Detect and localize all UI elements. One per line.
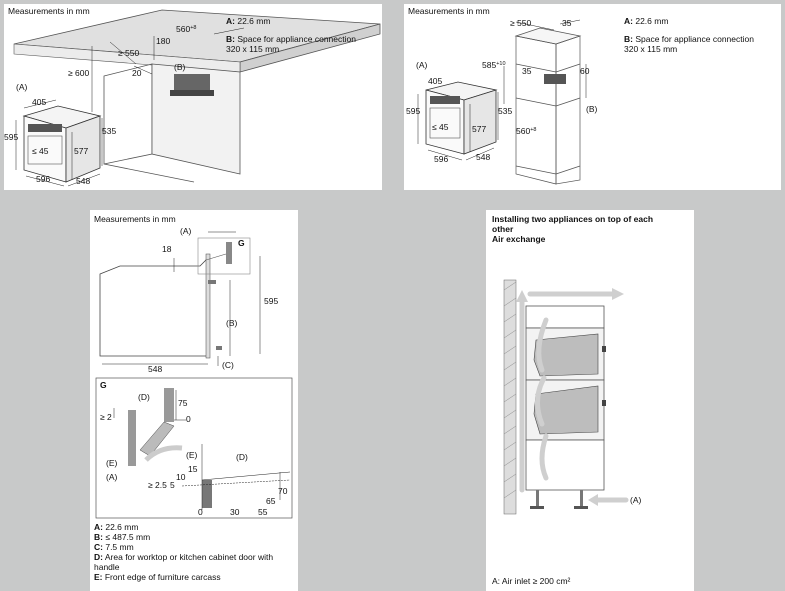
dim-18: 18	[162, 244, 172, 254]
dim-405: 405	[32, 97, 46, 107]
label-A: (A)	[630, 495, 642, 505]
note-B: B: Space for appliance connection 320 x …	[624, 34, 754, 54]
dim-30: 30	[230, 507, 240, 517]
air-exchange-title: Installing two appliances on top of each…	[492, 214, 654, 244]
label-D-right: (D)	[236, 452, 248, 462]
dim-180: 180	[156, 36, 170, 46]
panel-built-in-tall-cabinet: Measurements in mm ≥ 550 35	[404, 4, 781, 190]
dim-577: 577	[74, 146, 88, 156]
dim-585: 585+10	[482, 60, 506, 70]
installation-diagram-under-counter: (A) 405 595 535 577 ≤ 45 596 548 ≥ 600 ≥…	[4, 9, 381, 187]
dim-45: ≤ 45	[32, 146, 49, 156]
dim-5: 5	[170, 480, 175, 490]
measurement-header: Measurements in mm	[94, 214, 176, 224]
label-B: (B)	[174, 62, 186, 72]
dim-548: 548	[76, 176, 90, 186]
label-B: (B)	[586, 104, 598, 114]
dim-600: ≥ 600	[68, 68, 89, 78]
dim-35-mid: 35	[522, 66, 532, 76]
dim-548: 548	[476, 152, 490, 162]
note-A: A: 22.6 mm	[624, 16, 669, 26]
note-B: B: Space for appliance connection 320 x …	[226, 34, 356, 54]
dim-0-top: 0	[186, 414, 191, 424]
measurement-header: Measurements in mm	[408, 6, 490, 16]
label-A-detail: (A)	[106, 472, 118, 482]
dim-45: ≤ 45	[432, 122, 449, 132]
dim-35-top: 35	[562, 18, 572, 28]
measurement-header: Measurements in mm	[8, 6, 90, 16]
label-A-top: (A)	[180, 226, 192, 236]
panel-side-section-detail: Measurements in mm (A) G 18 595 (B) 548 …	[90, 210, 298, 591]
dim-0-bottom: 0	[198, 507, 203, 517]
dim-596: 596	[36, 174, 50, 184]
label-G: G	[238, 238, 245, 248]
label-A: (A)	[16, 82, 28, 92]
label-C: (C)	[222, 360, 234, 370]
dim-2: ≥ 2	[100, 412, 112, 422]
side-section-diagram: (A) G 18 595 (B) 548 (C) G (D) 75 0 ≥ 2 …	[95, 226, 293, 519]
dim-595: 595	[4, 132, 18, 142]
dim-20: 20	[132, 68, 142, 78]
label-D: (D)	[138, 392, 150, 402]
dim-560: 560+8	[176, 24, 196, 34]
label-E-right: (E)	[186, 450, 198, 460]
label-B: (B)	[226, 318, 238, 328]
legend-E: E: Front edge of furniture carcass	[94, 572, 221, 582]
dim-65: 65	[266, 496, 276, 506]
dim-548: 548	[148, 364, 162, 374]
label-A: (A)	[416, 60, 428, 70]
dim-535: 535	[498, 106, 512, 116]
dim-577: 577	[472, 124, 486, 134]
legend-C: C: 7.5 mm	[94, 542, 134, 552]
dim-595: 595	[264, 296, 278, 306]
dim-60: 60	[580, 66, 590, 76]
dim-550: ≥ 550	[118, 48, 139, 58]
dim-560: 560+8	[516, 126, 536, 136]
dim-15: 15	[188, 464, 198, 474]
dim-55: 55	[258, 507, 268, 517]
dim-535: 535	[102, 126, 116, 136]
legend: A: 22.6 mm B: ≤ 487.5 mm C: 7.5 mm D: Ar…	[94, 522, 294, 582]
label-G-detail: G	[100, 380, 107, 390]
note-A: A: 22.6 mm	[226, 16, 271, 26]
legend-A: A: 22.6 mm	[94, 522, 139, 532]
air-exchange-diagram: (A)	[503, 279, 642, 515]
dim-75: 75	[178, 398, 188, 408]
legend-B: B: ≤ 487.5 mm	[94, 532, 151, 542]
dim-2-5: ≥ 2.5	[148, 480, 167, 490]
label-E-left: (E)	[106, 458, 118, 468]
dim-10: 10	[176, 472, 186, 482]
panel-built-in-under-worktop: Measurements in mm	[4, 4, 382, 190]
air-inlet-legend: A: Air inlet ≥ 200 cm²	[492, 576, 571, 586]
installation-diagram-tall-cabinet: ≥ 550 35 585+10 35 60 (B) (A) 405 595 53…	[406, 18, 598, 185]
dim-550: ≥ 550	[510, 18, 531, 28]
panel-air-exchange: Installing two appliances on top of each…	[486, 210, 694, 591]
legend-D: D: Area for worktop or kitchen cabinet d…	[94, 552, 274, 572]
dim-405: 405	[428, 76, 442, 86]
dim-70: 70	[278, 486, 288, 496]
dim-595: 595	[406, 106, 420, 116]
dim-596: 596	[434, 154, 448, 164]
